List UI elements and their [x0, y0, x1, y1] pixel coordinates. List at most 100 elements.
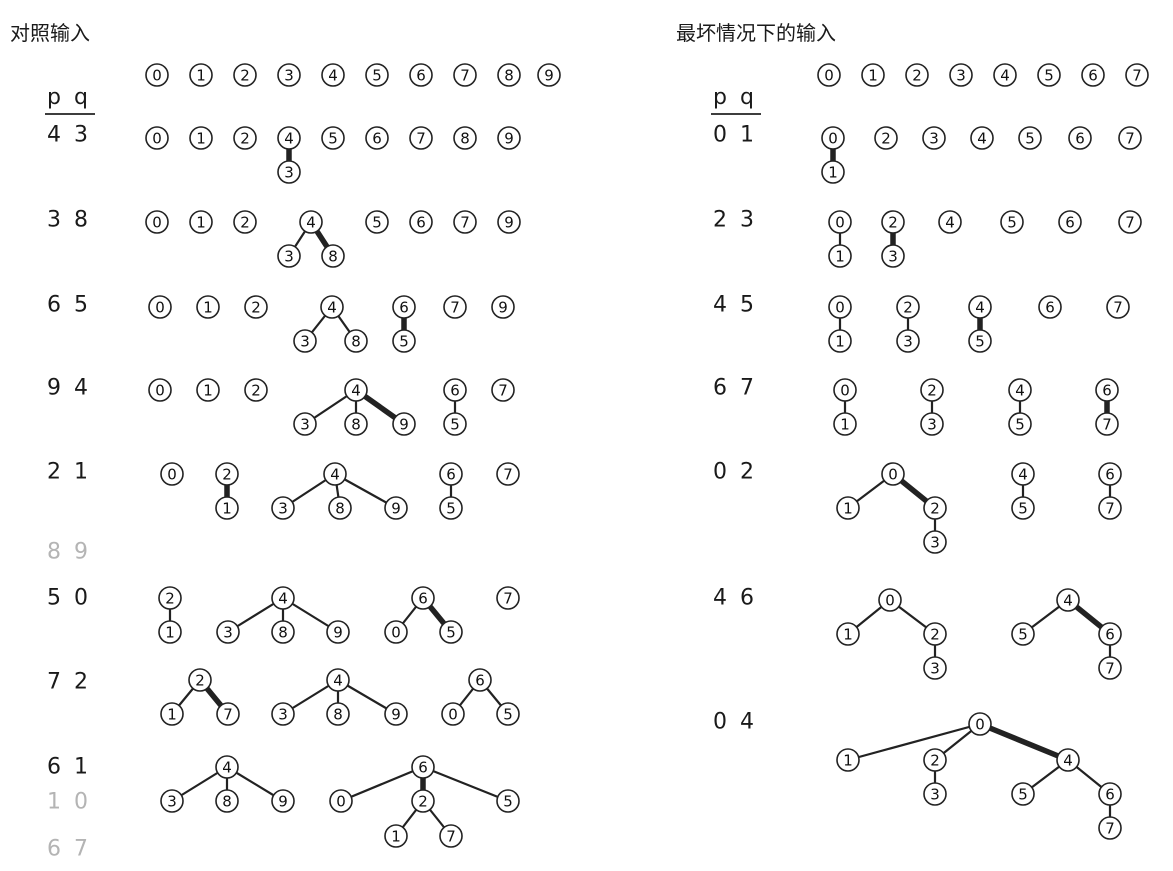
svg-text:6: 6: [1105, 466, 1115, 484]
header-p: p: [47, 85, 61, 110]
node-9: 9: [384, 496, 408, 520]
svg-text:0: 0: [835, 214, 845, 232]
pair-q: 2: [74, 670, 88, 695]
svg-text:4: 4: [306, 214, 316, 232]
pair-q: 3: [74, 123, 88, 148]
svg-text:1: 1: [828, 164, 838, 182]
panel-title: 最坏情况下的输入: [676, 21, 836, 45]
svg-text:7: 7: [1105, 660, 1115, 678]
pair-p: 6: [47, 293, 61, 318]
svg-text:6: 6: [416, 67, 426, 85]
node-3: 3: [896, 329, 920, 353]
node-4: 4: [321, 63, 345, 87]
node-6: 6: [365, 126, 389, 150]
svg-text:2: 2: [240, 130, 250, 148]
svg-text:5: 5: [446, 624, 456, 642]
node-2: 2: [215, 462, 239, 486]
svg-text:3: 3: [929, 130, 939, 148]
node-2: 2: [923, 622, 947, 646]
pair-q: 8: [74, 208, 88, 233]
node-1: 1: [189, 63, 213, 87]
svg-text:5: 5: [1007, 214, 1017, 232]
svg-text:9: 9: [278, 793, 288, 811]
node-0: 0: [441, 702, 465, 726]
edge-6-5: [421, 765, 510, 803]
svg-text:4: 4: [278, 590, 288, 608]
svg-text:7: 7: [1102, 416, 1112, 434]
node-4: 4: [1011, 462, 1035, 486]
svg-text:4: 4: [1015, 382, 1025, 400]
pair-q: 7: [74, 837, 88, 862]
svg-text:0: 0: [888, 466, 898, 484]
svg-text:9: 9: [504, 130, 514, 148]
node-4: 4: [938, 210, 962, 234]
pair-p: 6: [713, 376, 727, 401]
svg-text:4: 4: [1063, 752, 1073, 770]
svg-text:8: 8: [460, 130, 470, 148]
pair-p: 4: [47, 123, 61, 148]
svg-text:0: 0: [155, 382, 165, 400]
svg-text:6: 6: [1105, 626, 1115, 644]
node-7: 7: [496, 586, 520, 610]
svg-text:2: 2: [240, 214, 250, 232]
svg-text:7: 7: [1125, 130, 1135, 148]
node-6: 6: [1098, 782, 1122, 806]
svg-text:4: 4: [1000, 67, 1010, 85]
svg-text:4: 4: [1018, 466, 1028, 484]
svg-text:7: 7: [498, 382, 508, 400]
node-0: 0: [145, 126, 169, 150]
svg-text:1: 1: [196, 130, 206, 148]
svg-text:8: 8: [278, 624, 288, 642]
svg-text:0: 0: [391, 624, 401, 642]
svg-text:1: 1: [203, 382, 213, 400]
header-q: q: [740, 85, 754, 110]
node-4: 4: [215, 755, 239, 779]
svg-text:3: 3: [300, 333, 310, 351]
node-3: 3: [216, 620, 240, 644]
svg-text:1: 1: [167, 706, 177, 724]
svg-text:3: 3: [284, 248, 294, 266]
pair-p: 0: [713, 710, 727, 735]
node-3: 3: [920, 412, 944, 436]
svg-text:1: 1: [835, 333, 845, 351]
svg-text:4: 4: [328, 67, 338, 85]
node-9: 9: [497, 210, 521, 234]
node-0: 0: [148, 378, 172, 402]
pair-p: 2: [47, 460, 61, 485]
node-6: 6: [468, 668, 492, 692]
svg-text:6: 6: [475, 672, 485, 690]
node-2: 2: [923, 748, 947, 772]
svg-text:1: 1: [868, 67, 878, 85]
node-1: 1: [836, 748, 860, 772]
svg-text:4: 4: [975, 299, 985, 317]
svg-text:0: 0: [155, 299, 165, 317]
svg-text:4: 4: [333, 672, 343, 690]
node-6: 6: [1038, 295, 1062, 319]
svg-text:6: 6: [1102, 382, 1112, 400]
svg-text:1: 1: [391, 828, 401, 846]
svg-text:1: 1: [843, 626, 853, 644]
svg-text:5: 5: [372, 67, 382, 85]
pair-p: 0: [713, 460, 727, 485]
svg-text:7: 7: [1105, 820, 1115, 838]
node-7: 7: [1098, 656, 1122, 680]
node-7: 7: [1118, 126, 1142, 150]
svg-text:3: 3: [888, 248, 898, 266]
svg-text:0: 0: [167, 466, 177, 484]
svg-text:3: 3: [167, 793, 177, 811]
node-7: 7: [1125, 63, 1149, 87]
pair-p: 7: [47, 670, 61, 695]
node-4: 4: [326, 668, 350, 692]
node-9: 9: [491, 295, 515, 319]
edge-6-0: [339, 765, 425, 803]
node-5: 5: [1000, 210, 1024, 234]
svg-text:5: 5: [975, 333, 985, 351]
